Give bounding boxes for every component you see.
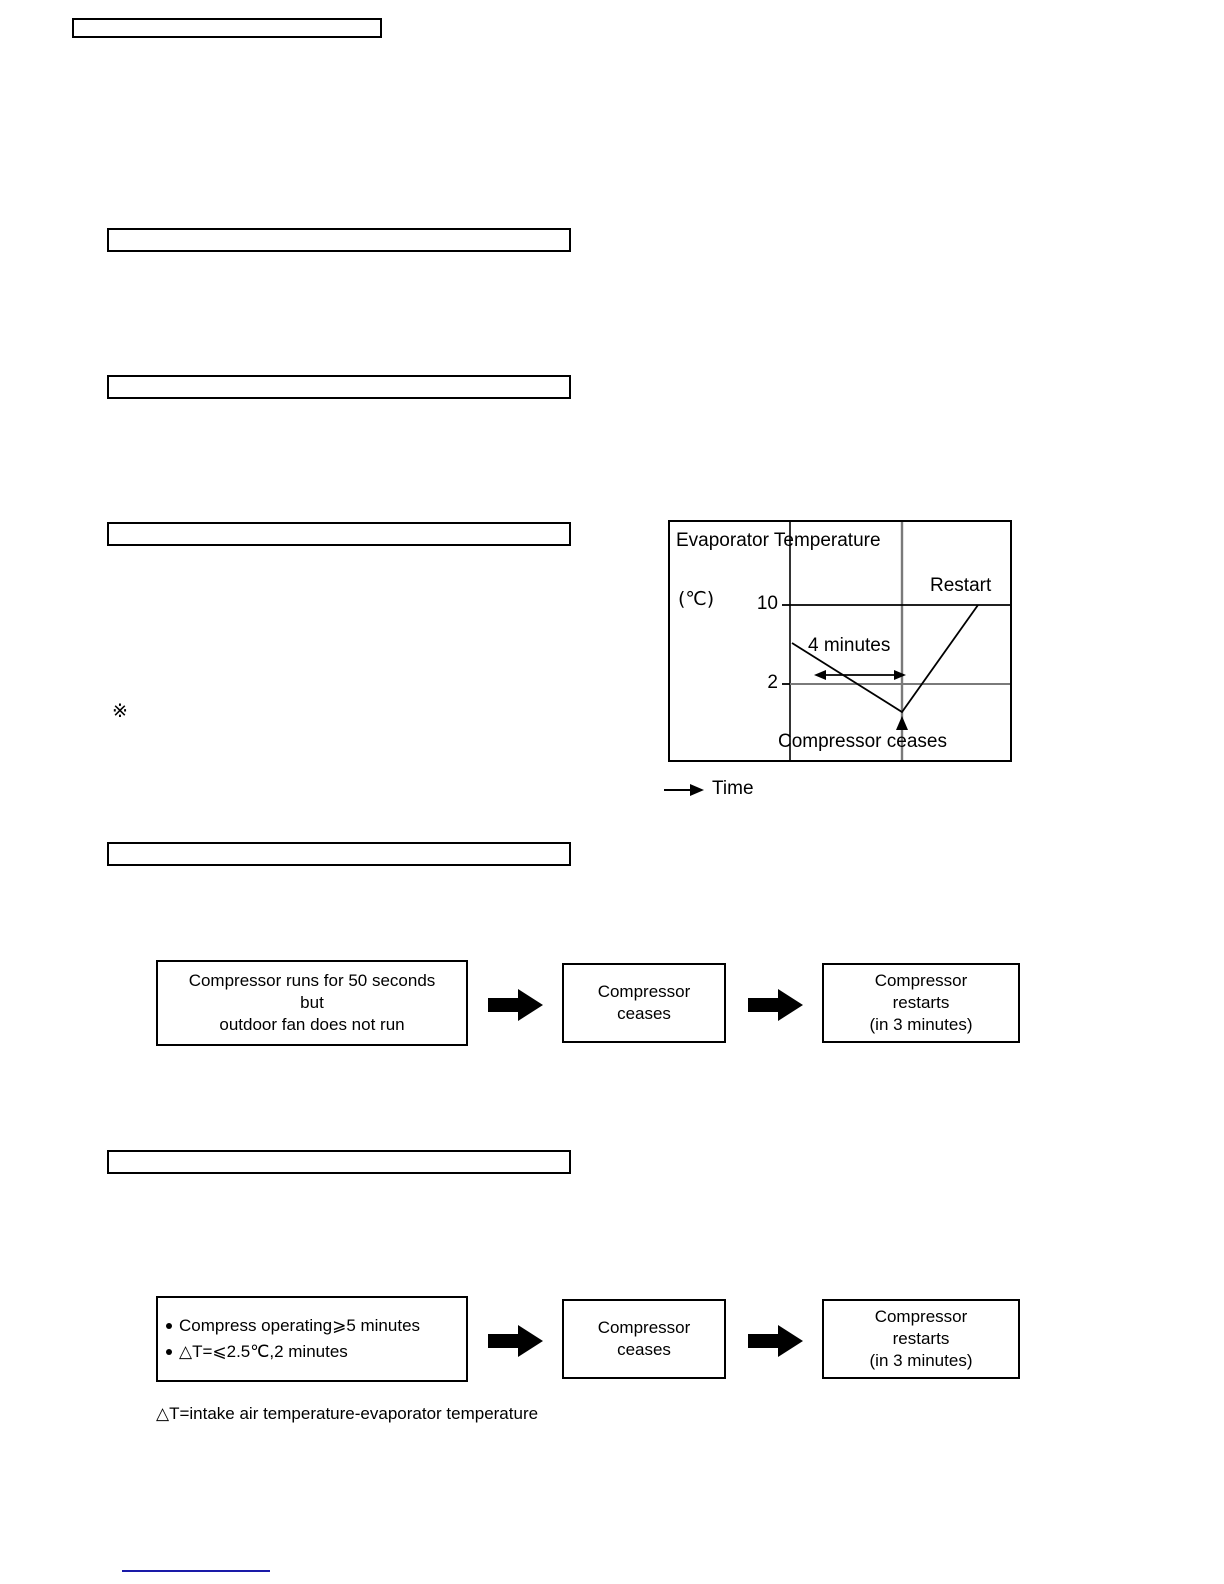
chart-annotation-compressor-ceases: Compressor ceases (778, 731, 947, 752)
flow-box-restarts-2: Compressor restarts (in 3 minutes) (822, 1299, 1020, 1379)
header-bar-4 (107, 842, 571, 866)
list-item: △T=⩽2.5℃,2 minutes (166, 1339, 460, 1365)
header-bar-3 (107, 522, 571, 546)
flow-arrow-2-icon (748, 989, 803, 1021)
flow-arrow-3-icon (488, 1325, 543, 1357)
flow-arrow-1-icon (488, 989, 543, 1021)
header-bar-2 (107, 375, 571, 399)
flow-box-ceases-2: Compressor ceases (562, 1299, 726, 1379)
flow-box-restarts: Compressor restarts (in 3 minutes) (822, 963, 1020, 1043)
chart-ytick-2: 2 (767, 672, 778, 693)
flow-box-conditions: Compress operating⩾5 minutes △T=⩽2.5℃,2 … (156, 1296, 468, 1382)
flow-box-ceases: Compressor ceases (562, 963, 726, 1043)
chart-plot (782, 522, 1010, 760)
chart-x-axis-label: Time (712, 778, 754, 799)
header-bar-1 (107, 228, 571, 252)
chart-ytick-10: 10 (756, 593, 778, 614)
condition-list: Compress operating⩾5 minutes △T=⩽2.5℃,2 … (166, 1313, 460, 1365)
delta-t-definition: △T=intake air temperature-evaporator tem… (156, 1404, 539, 1423)
chart-y-axis-title: Evaporator Temperature (676, 530, 881, 551)
chart-annotation-restart: Restart (930, 575, 992, 596)
footer-rule (122, 1570, 270, 1572)
header-bar-top (72, 18, 382, 38)
evaporator-temperature-chart: Evaporator Temperature (℃) 10 2 Restart … (668, 520, 1012, 762)
flow-arrow-4-icon (748, 1325, 803, 1357)
flow-box-condition: Compressor runs for 50 seconds but outdo… (156, 960, 468, 1046)
header-bar-5 (107, 1150, 571, 1174)
reference-mark-icon: ※ (112, 700, 128, 722)
chart-frame (668, 520, 1012, 762)
list-item: Compress operating⩾5 minutes (166, 1313, 460, 1339)
chart-y-axis-unit: (℃) (678, 588, 715, 610)
chart-annotation-four-minutes: 4 minutes (808, 635, 891, 656)
time-axis-arrow-icon (664, 784, 704, 796)
